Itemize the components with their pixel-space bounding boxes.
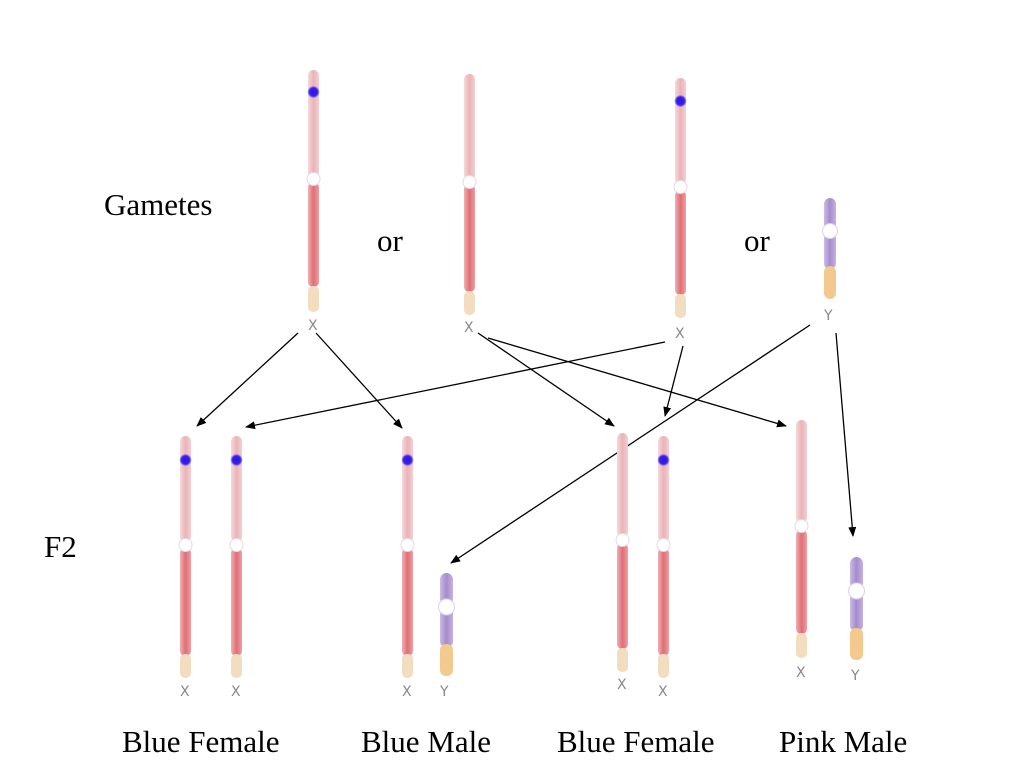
arrow — [245, 341, 666, 430]
blue-gene-marker — [401, 454, 414, 466]
gamete-x-blue-1: X — [306, 70, 321, 334]
x-letter: X — [308, 318, 318, 334]
y-letter: Y — [439, 684, 449, 700]
x-letter: X — [402, 684, 412, 700]
f2-blue-male: X Y — [400, 436, 455, 700]
caption-blue-male: Blue Male — [361, 724, 491, 759]
chromosome-x: X — [794, 420, 809, 681]
caption-blue-female-2: Blue Female — [557, 724, 715, 759]
f2-blue-female-2: X X — [615, 433, 671, 700]
x-letter: X — [180, 684, 190, 700]
f2-label: F2 — [44, 529, 77, 564]
x-letter: X — [796, 665, 806, 681]
chromosome-x: X — [178, 436, 193, 700]
blue-gene-marker — [657, 454, 670, 466]
f2-pink-male: X Y — [794, 420, 865, 684]
arrow — [477, 332, 615, 427]
blue-gene-marker — [230, 454, 243, 466]
caption-pink-male: Pink Male — [779, 724, 908, 759]
gamete-x-pink: X — [462, 74, 477, 336]
x-letter: X — [658, 684, 668, 700]
arrow — [196, 332, 299, 427]
or-label: or — [377, 223, 403, 258]
x-letter: X — [675, 326, 685, 342]
y-letter: Y — [823, 308, 833, 324]
blue-gene-marker — [307, 86, 320, 98]
y-letter: Y — [850, 668, 860, 684]
gamete-x-blue-2: X — [673, 78, 688, 342]
arrow — [487, 337, 787, 428]
x-letter: X — [231, 684, 241, 700]
blue-gene-marker — [179, 454, 192, 466]
blue-gene-marker — [674, 95, 687, 107]
gamete-y: Y — [822, 198, 838, 324]
arrow — [835, 332, 857, 537]
or-label: or — [744, 223, 770, 258]
f2-blue-female-1: X X — [178, 436, 244, 700]
arrow — [663, 345, 684, 417]
chromosome-x: X — [400, 436, 415, 700]
inheritance-arrows — [196, 324, 857, 564]
arrow — [315, 332, 403, 429]
arrow — [450, 324, 811, 564]
gametes-label: Gametes — [104, 187, 213, 222]
chromosome-x: X — [656, 436, 671, 700]
x-letter: X — [464, 320, 474, 336]
chromosome-y: Y — [848, 557, 865, 684]
caption-blue-female-1: Blue Female — [122, 724, 280, 759]
chromosome-y: Y — [438, 573, 455, 700]
chromosome-x: X — [229, 436, 244, 700]
chromosome-x: X — [615, 433, 630, 693]
x-letter: X — [617, 677, 627, 693]
